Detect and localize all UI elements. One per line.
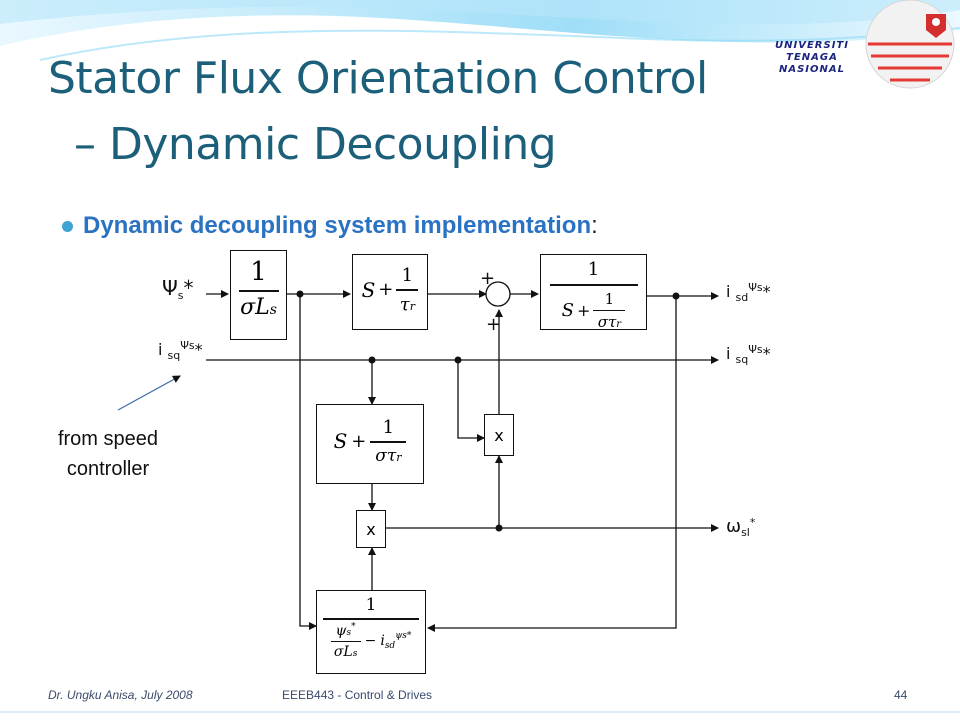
junction-flux [296, 290, 304, 298]
label-isd-out: i sdΨs* [726, 281, 771, 304]
junction-isq-right [454, 356, 462, 364]
footer-author: Dr. Ungku Anisa, July 2008 [48, 688, 193, 702]
junction-wsl [495, 524, 503, 532]
logo-emblem-icon [865, 0, 955, 89]
junction-isq-left [368, 356, 376, 364]
annotation-line-1: from speed [57, 428, 159, 450]
annotation-arrow [117, 375, 181, 411]
summing-junction [485, 281, 511, 307]
logo-line-1: UNIVERSITI [775, 40, 849, 51]
footer-course: EEEB443 - Control & Drives [282, 688, 433, 702]
annotation-from-speed-controller: from speed controller [36, 424, 180, 484]
slide-title: Stator Flux Orientation Control – Dynami… [48, 52, 708, 172]
label-flux-ref: Ψs* [162, 276, 194, 302]
block-1-over-sigma-ls: 1 σLs [230, 250, 287, 340]
label-isq-in: i sqΨs* [158, 339, 203, 362]
junction-isd [672, 292, 680, 300]
multiplier-2-label: x [366, 519, 376, 539]
slide-title-line-1: Stator Flux Orientation Control [48, 53, 708, 104]
wire-isd-feedback-to-b5 [427, 296, 677, 632]
label-isq-out: i sqΨs* [726, 343, 771, 366]
block-s-plus-1-over-sigma-tau-r: S+ 1 στr [316, 404, 424, 484]
bullet-text: Dynamic decoupling system implementation [83, 212, 592, 239]
footer-page-number: 44 [894, 688, 908, 702]
logo-wordmark: UNIVERSITI TENAGA NASIONAL [752, 40, 872, 76]
block-1-over-s-plus-1-over-sigma-tau-r: 1 S+ 1 στr [540, 254, 647, 331]
slide-title-line-2: – Dynamic Decoupling [74, 119, 557, 170]
logo-line-3: NASIONAL [778, 64, 845, 75]
sum-plus-bottom: + [486, 314, 502, 335]
wire-flux-to-b5 [299, 294, 317, 630]
bullet-item: Dynamic decoupling system implementation… [62, 212, 598, 240]
label-slip-freq: ωsl* [726, 516, 756, 539]
multiplier-2: x [356, 510, 386, 548]
block-s-plus-1-over-tau-r: S+ 1 τr [352, 254, 428, 330]
sum-plus-top: + [480, 268, 496, 289]
logo-line-2: TENAGA [786, 52, 838, 63]
multiplier-1: x [484, 414, 514, 456]
wire-isq-to-mult1 [457, 360, 485, 442]
block-1-over-flux-term-minus-isd: 1 ψs* σLs − isdψs* [316, 590, 426, 674]
bullet-dot-icon [62, 220, 73, 232]
bullet-colon: : [591, 212, 598, 239]
multiplier-1-label: x [494, 425, 504, 445]
annotation-line-2: controller [66, 458, 150, 480]
